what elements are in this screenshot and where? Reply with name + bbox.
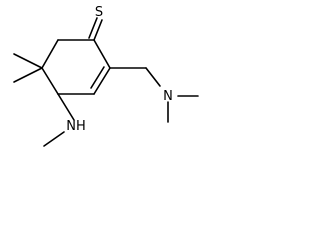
bond-c3-c2-ring [93,67,111,95]
bond-c1-s-double-b [88,17,98,39]
molecule-structure: S N NH [13,5,199,147]
bond-nh-methyl [43,131,65,147]
bond-c2-c1-ring [93,39,111,69]
amine-n-label: N [163,89,173,104]
bond-c1-s-double-a [93,19,103,41]
bond-c5-methyl-b [13,67,43,83]
bond-c5-methyl-a [13,53,43,69]
bond-c5-c4-ring [41,67,59,95]
bond-c3-nh [57,93,75,121]
bond-ch2-n [145,67,161,87]
bond-c2-c3-double-inner [90,66,105,89]
bond-c6-c5-ring [41,39,59,69]
amine-nh-label: NH [66,119,86,134]
sulfur-label: S [95,5,103,20]
